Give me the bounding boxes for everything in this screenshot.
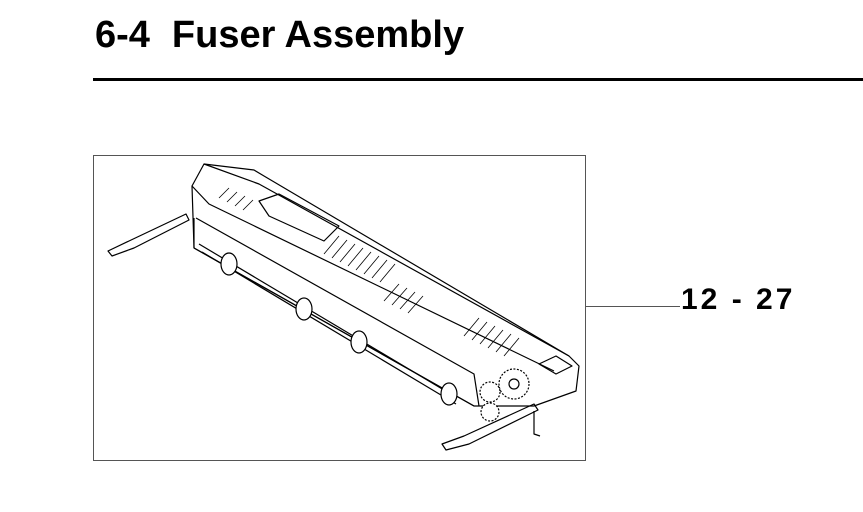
fuser-assembly-drawing <box>107 163 580 451</box>
fuser-assembly-figure <box>93 155 586 461</box>
section-heading: 6-4 Fuser Assembly <box>95 14 464 57</box>
section-title: Fuser Assembly <box>171 14 465 56</box>
heading-rule <box>93 78 863 81</box>
section-number: 6-4 <box>95 14 150 56</box>
callout-leader-line <box>586 306 680 307</box>
part-number-callout: 12 - 27 <box>681 283 796 316</box>
